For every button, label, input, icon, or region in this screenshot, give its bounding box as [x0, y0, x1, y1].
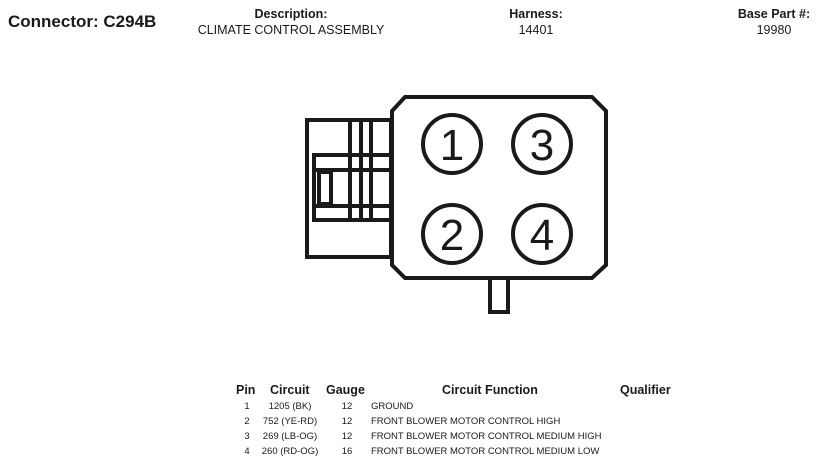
pin-cavity-4 — [511, 203, 573, 265]
table-row: 2 752 (YE-RD) 12 FRONT BLOWER MOTOR CONT… — [0, 416, 830, 431]
table-row: 1 1205 (BK) 12 GROUND — [0, 401, 830, 416]
harness-value: 14401 — [518, 23, 554, 37]
row-gauge: 16 — [341, 446, 353, 457]
pin-cavity-3 — [511, 113, 573, 175]
pin-cavity-1 — [421, 113, 483, 175]
table-row: 4 260 (RD-OG) 16 FRONT BLOWER MOTOR CONT… — [0, 446, 830, 461]
row-circuit: 752 (YE-RD) — [262, 416, 318, 427]
pin-number-2: 2 — [440, 211, 464, 260]
base-part-block: Base Part #: 19980 — [720, 7, 828, 39]
description-block: Description: CLIMATE CONTROL ASSEMBLY — [160, 7, 422, 39]
description-value: CLIMATE CONTROL ASSEMBLY — [197, 23, 385, 37]
harness-block: Harness: 14401 — [480, 7, 592, 39]
column-header-function: Circuit Function — [442, 383, 538, 397]
connector-key-tab — [488, 278, 510, 314]
column-header-qualifier: Qualifier — [620, 383, 671, 397]
row-gauge: 12 — [341, 416, 353, 427]
row-function: FRONT BLOWER MOTOR CONTROL MEDIUM LOW — [371, 446, 600, 457]
description-label: Description: — [254, 7, 328, 21]
connector-latch — [305, 118, 393, 259]
row-pin: 1 — [244, 401, 250, 412]
row-gauge: 12 — [341, 431, 353, 442]
table-row: 3 269 (LB-OG) 12 FRONT BLOWER MOTOR CONT… — [0, 431, 830, 446]
pin-number-1: 1 — [440, 121, 464, 170]
row-function: FRONT BLOWER MOTOR CONTROL HIGH — [371, 416, 561, 427]
pin-number-4: 4 — [530, 211, 554, 260]
base-part-value: 19980 — [756, 23, 792, 37]
pin-number-3: 3 — [530, 121, 554, 170]
column-header-gauge: Gauge — [326, 383, 365, 397]
harness-label: Harness: — [509, 7, 563, 21]
row-circuit: 260 (RD-OG) — [261, 446, 319, 457]
row-circuit: 1205 (BK) — [268, 401, 312, 412]
row-circuit: 269 (LB-OG) — [262, 431, 318, 442]
row-function: FRONT BLOWER MOTOR CONTROL MEDIUM HIGH — [371, 431, 602, 442]
base-part-label: Base Part #: — [737, 7, 811, 21]
row-pin: 4 — [244, 446, 250, 457]
connector-title: Connector: C294B — [8, 12, 157, 31]
row-function: GROUND — [371, 401, 414, 412]
row-pin: 3 — [244, 431, 250, 442]
column-header-circuit: Circuit — [270, 383, 310, 397]
column-header-pin: Pin — [236, 383, 256, 397]
row-gauge: 12 — [341, 401, 353, 412]
connector-body — [390, 95, 608, 280]
row-pin: 2 — [244, 416, 250, 427]
pin-cavity-2 — [421, 203, 483, 265]
